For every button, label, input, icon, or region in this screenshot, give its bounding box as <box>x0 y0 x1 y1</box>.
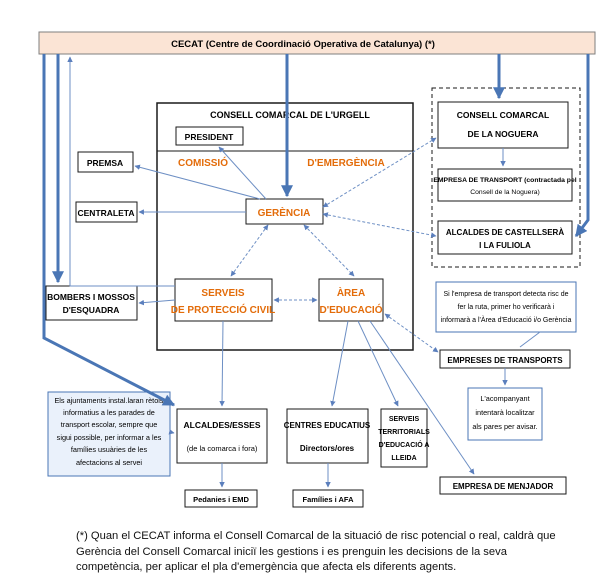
empreses-transports-label: EMPRESES DE TRANSPORTS <box>447 356 563 365</box>
cecat-box: CECAT (Centre de Coordinació Operativa d… <box>38 31 596 55</box>
pedanies-label: Pedanies i EMD <box>193 495 249 504</box>
comissio-right-label: D'EMERGÈNCIA <box>307 156 384 169</box>
families-box: Famílies i AFA <box>292 489 364 508</box>
centraleta-label: CENTRALETA <box>78 208 135 218</box>
gerencia-box: GERÈNCIA <box>245 198 324 225</box>
emergency-flow-diagram: CECAT (Centre de Coordinació Operativa d… <box>38 31 596 508</box>
note-ajuntaments-line: afectacions al servei <box>76 458 142 467</box>
note-empresa-transport: Si l'empresa de transport detecta risc d… <box>435 281 577 333</box>
alcaldes-castellsera-line2: I LA FULIOLA <box>479 241 531 250</box>
centres-educatius-line2: Directors/ores <box>300 444 355 453</box>
bombers-line2: D'ESQUADRA <box>63 305 120 315</box>
centres-educatius-line1: CENTRES EDUCATIUS <box>284 421 371 430</box>
connector-note-empreses <box>519 331 541 348</box>
gerencia-label: GERÈNCIA <box>258 206 311 219</box>
footnote: (*) Quan el CECAT informa el Consell Com… <box>76 530 556 573</box>
noguera-line2: DE LA NOGUERA <box>468 129 539 139</box>
centraleta-box: CENTRALETA <box>75 201 138 223</box>
empresa-transport-noguera-line1: EMPRESA DE TRANSPORT (contractada pel <box>433 177 576 184</box>
president-label: PRESIDENT <box>185 132 234 142</box>
serveis-territorials-line: SERVEIS <box>389 416 420 423</box>
note-acompanyant-line: intentarà localitzar <box>475 408 535 417</box>
centres-educatius-box: CENTRES EDUCATIUS Directors/ores <box>284 408 371 464</box>
serveis-pc-line1: SERVEIS <box>201 288 244 299</box>
bombers-line1: BOMBERS I MOSSOS <box>47 292 135 302</box>
dashed-gerencia-area <box>303 224 355 277</box>
dashed-gerencia-alcaldes-castellsera <box>322 212 437 238</box>
note-ajuntaments-line: informatius a les parades de <box>63 408 155 417</box>
arrow-gerencia-premsa <box>134 164 261 200</box>
pedanies-box: Pedanies i EMD <box>184 489 258 508</box>
area-educacio-box: ÀREA D'EDUCACIÓ <box>318 278 384 322</box>
alcaldes-esses-line2: (de la comarca i fora) <box>187 444 258 453</box>
serveis-pc-line2: DE PROTECCIÓ CIVIL <box>171 303 275 316</box>
area-educacio-line2: D'EDUCACIÓ <box>320 303 383 316</box>
noguera-box <box>437 101 569 149</box>
noguera-line1: CONSELL COMARCAL <box>457 110 549 120</box>
serveis-territorials-line: LLEIDA <box>391 455 416 462</box>
arrow-serveis-alcaldes <box>219 320 225 407</box>
empresa-menjador-box: EMPRESA DE MENJADOR <box>439 476 567 495</box>
note-acompanyant: L'acompanyant intentarà localitzar als p… <box>467 387 543 441</box>
arrow-cecat-alcaldes-castellsera <box>574 54 590 237</box>
note-empresa-line: Si l'empresa de transport detecta risc d… <box>443 291 568 298</box>
note-empresa-line: informarà a l'Àrea d'Educació i/o Gerènc… <box>441 315 572 324</box>
alcaldes-castellsera-line1: ALCALDES DE CASTELLSERÀ <box>446 228 564 237</box>
consell-urgell-title: CONSELL COMARCAL DE L'URGELL <box>210 110 370 120</box>
note-ajuntaments-line: famílies usuàries de les <box>71 445 148 454</box>
arrow-note-alcaldes <box>168 429 175 435</box>
empresa-menjador-label: EMPRESA DE MENJADOR <box>453 482 554 491</box>
arrow-serveis-cecat <box>67 56 175 287</box>
president-box: PRESIDENT <box>175 126 244 146</box>
dashed-gerencia-noguera <box>322 137 437 208</box>
noguera-group: CONSELL COMARCAL DE LA NOGUERA EMPRESA D… <box>431 87 581 268</box>
dashed-gerencia-serveis <box>230 224 269 277</box>
dashed-area-empreses <box>384 313 439 353</box>
empreses-transports-box: EMPRESES DE TRANSPORTS <box>439 349 571 369</box>
arrow-gerencia-president <box>218 146 267 200</box>
note-ajuntaments: Els ajuntaments instal.laran rètols info… <box>47 391 171 477</box>
alcaldes-esses-box: ALCALDES/ESSES (de la comarca i fora) <box>176 408 268 464</box>
arrow-serveis-bombers <box>138 299 176 306</box>
empresa-transport-noguera-box <box>437 168 573 202</box>
arrow-area-serveis-territorials <box>357 320 399 407</box>
note-ajuntaments-line: sigui possible, per informar a les <box>57 433 162 442</box>
area-educacio-line1: ÀREA <box>337 286 365 299</box>
note-empresa-line: fer la ruta, primer ho verificarà i <box>458 304 555 311</box>
arrow-cecat-alcaldes-esses <box>42 54 176 407</box>
alcaldes-castellsera-box <box>437 220 573 255</box>
note-acompanyant-line: als pares per avisar. <box>472 422 537 431</box>
empresa-transport-noguera-line2: Consell de la Noguera) <box>470 189 540 196</box>
serveis-territorials-line: TERRITORIALS <box>378 429 430 436</box>
arrow-area-centres <box>330 320 349 407</box>
alcaldes-esses-line1: ALCALDES/ESSES <box>184 420 261 430</box>
premsa-box: PREMSA <box>77 151 134 173</box>
families-label: Famílies i AFA <box>303 495 355 504</box>
bombers-box: BOMBERS I MOSSOS D'ESQUADRA <box>45 285 138 321</box>
cecat-label: CECAT (Centre de Coordinació Operativa d… <box>171 39 435 50</box>
serveis-proteccio-civil-box: SERVEIS DE PROTECCIÓ CIVIL <box>171 278 275 322</box>
note-ajuntaments-line: transport escolar, sempre que <box>61 420 158 429</box>
serveis-territorials-box: SERVEIS TERRITORIALS D'EDUCACIÓ A LLEIDA <box>378 408 430 468</box>
premsa-label: PREMSA <box>87 158 123 168</box>
comissio-left-label: COMISSIÓ <box>178 156 228 169</box>
serveis-territorials-line: D'EDUCACIÓ A <box>379 440 430 449</box>
note-ajuntaments-line: Els ajuntaments instal.laran rètols <box>54 396 163 405</box>
note-acompanyant-line: L'acompanyant <box>480 394 529 403</box>
